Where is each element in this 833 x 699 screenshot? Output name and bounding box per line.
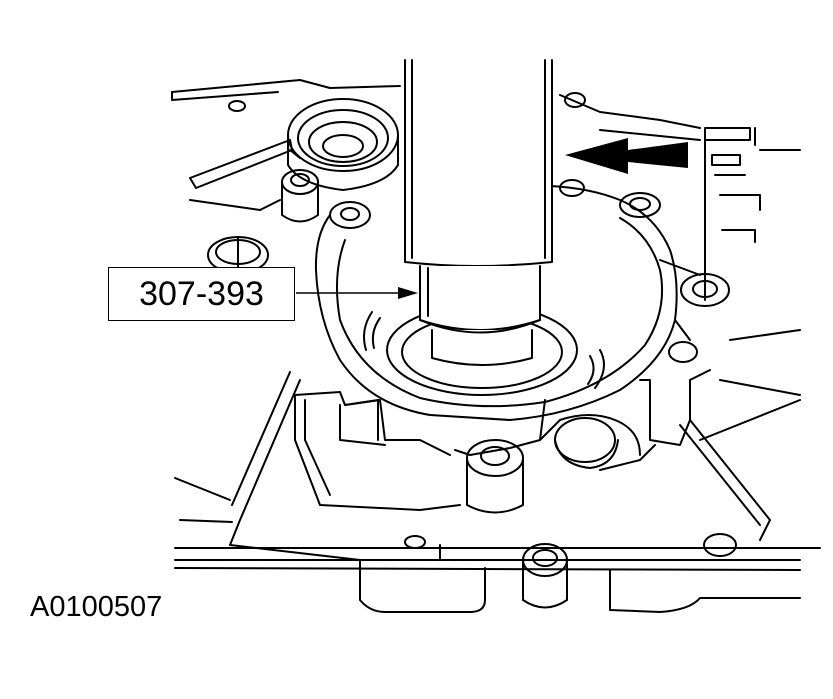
tool-number-callout: 307-393 [108, 267, 295, 321]
right-valve-body [704, 127, 761, 301]
figure-id: A0100507 [30, 591, 163, 623]
upper-bore [287, 98, 399, 191]
tool-number-label: 307-393 [139, 274, 264, 313]
case-plate-outline [171, 79, 821, 571]
pump-housing [314, 92, 730, 421]
callout-leader [296, 287, 418, 299]
installer-tool [404, 59, 553, 366]
direction-arrow-icon [565, 138, 688, 174]
lower-casting [294, 369, 801, 613]
